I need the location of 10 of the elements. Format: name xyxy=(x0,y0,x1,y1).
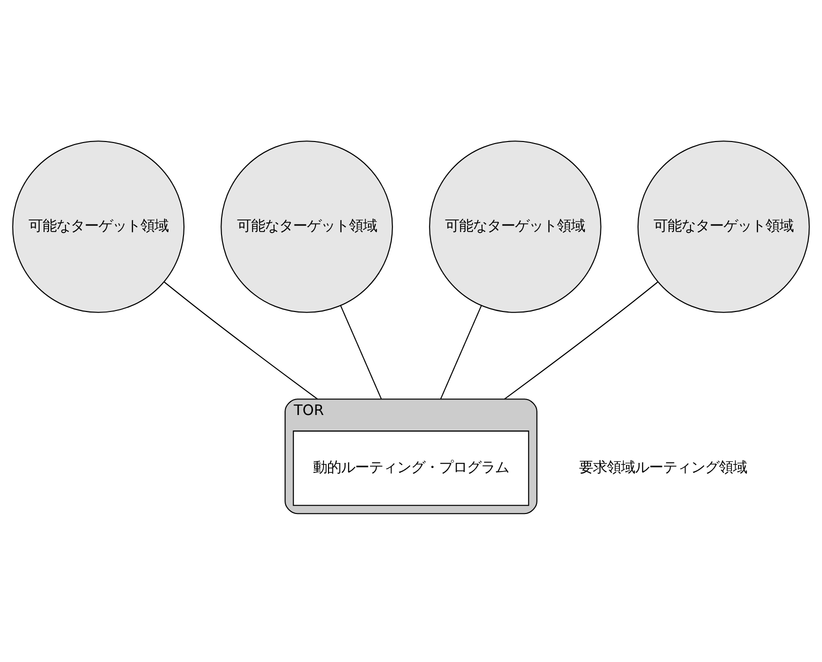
connector xyxy=(340,304,382,399)
node-circle: 可能なターゲット領域 xyxy=(638,140,810,312)
connector xyxy=(504,281,658,399)
node-circle: 可能なターゲット領域 xyxy=(12,140,184,312)
node-label: 要求領域ルーティング領域 xyxy=(578,460,747,476)
node-circle: 可能なターゲット領域 xyxy=(220,140,393,312)
connector xyxy=(164,281,318,399)
node-circle: 可能なターゲット領域 xyxy=(429,140,602,312)
connector xyxy=(440,304,482,399)
node-box: 動的ルーティング・プログラム xyxy=(292,430,530,506)
